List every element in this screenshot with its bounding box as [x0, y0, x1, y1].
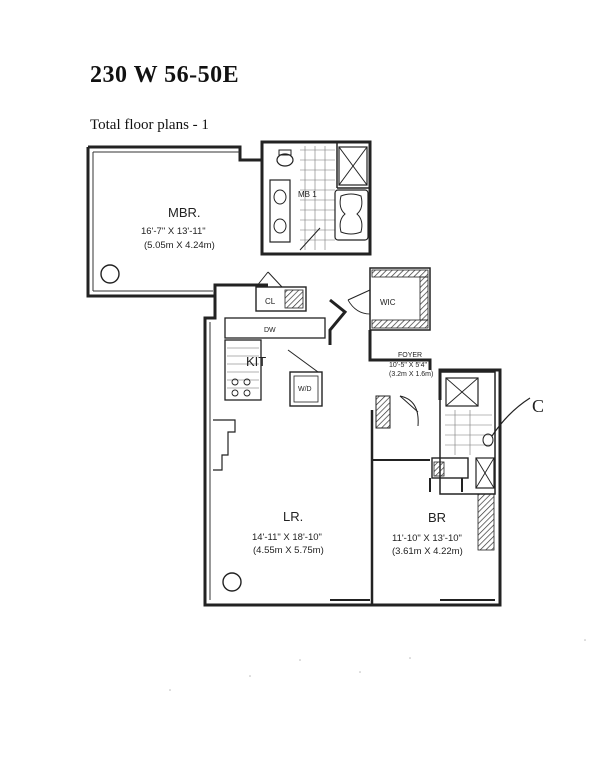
kitchen-label: KIT [246, 354, 266, 369]
apartment-walls [203, 296, 502, 607]
lr-dim-imperial: 14'-11" X 18'-10" [252, 532, 322, 543]
master-bath-label: MB 1 [298, 190, 317, 199]
br-dim-metric: (3.61m X 4.22m) [392, 546, 463, 557]
document-title: 230 W 56-50E [90, 62, 240, 88]
second-bath [429, 371, 496, 495]
lr-column-marker [222, 572, 242, 592]
document-subtitle: Total floor plans - 1 [90, 117, 209, 133]
foyer-closet [375, 395, 391, 429]
callout-label: C [532, 396, 544, 416]
foyer-name: FOYER [398, 352, 422, 359]
master-bedroom-walls [86, 140, 370, 298]
walk-in-closet [347, 267, 431, 331]
mbr-name: MBR. [168, 205, 201, 220]
master-bedroom-window [92, 151, 240, 292]
lr-name: LR. [283, 509, 303, 524]
mbr-dim-metric: (5.05m X 4.24m) [144, 240, 215, 251]
foyer-dim-imperial: 10'-5" X 5'4" [389, 362, 428, 369]
bedroom-closet [477, 493, 495, 551]
lr-dim-metric: (4.55m X 5.75m) [253, 545, 324, 556]
closet-label: CL [265, 297, 276, 306]
mbr-dim-imperial: 16'-7" X 13'-11" [141, 226, 206, 237]
callout-leader [491, 397, 531, 437]
washer-dryer-label: W/D [298, 386, 312, 393]
column-marker [100, 264, 120, 284]
scan-noise [169, 639, 586, 691]
foyer-dim-metric: (3.2m X 1.6m) [389, 371, 433, 378]
stepped-wall [213, 419, 236, 471]
foyer-door-swing [399, 395, 419, 427]
br-dim-imperial: 11'-10" X 13'-10" [392, 533, 462, 544]
closet-area [255, 271, 307, 312]
wic-label: WIC [380, 298, 396, 307]
br-name: BR [428, 510, 446, 525]
master-bath [260, 140, 372, 256]
kitchen [224, 317, 326, 407]
dishwasher-label: DW [264, 327, 276, 334]
